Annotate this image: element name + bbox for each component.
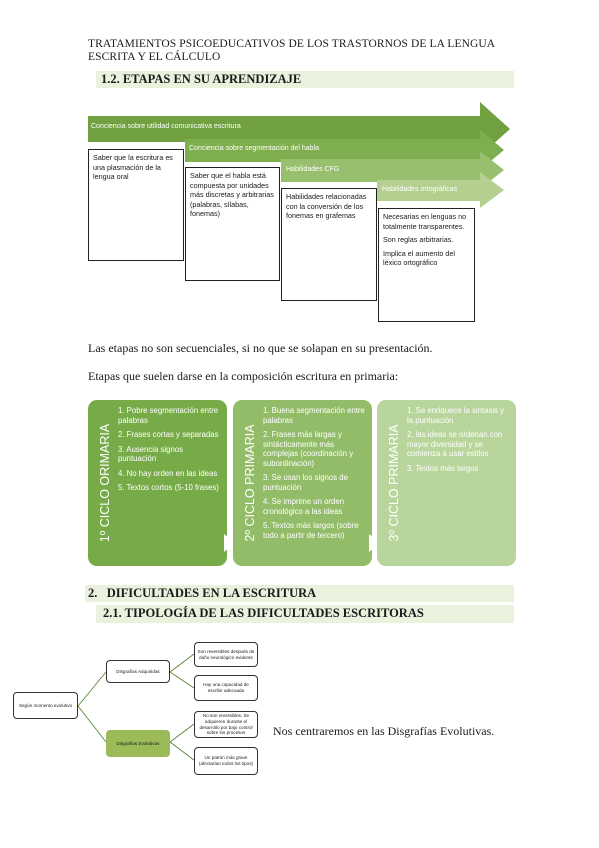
cycle-item: 3. Ausencia signos puntuación	[118, 444, 184, 464]
stage-arrow-label-1: Conciencia sobre utilidad comunicativa e…	[91, 123, 241, 130]
tree-root: Según momento evolutivo	[13, 692, 78, 719]
tree-branch-evolutivas: Disgrafías Evolutivas	[106, 730, 170, 757]
cycle-title-3: 3º CICLO PRIMARIA	[387, 424, 401, 542]
cycle-card-1: 1º CICLO ORIMARIA 1. Pobre segmentación …	[88, 400, 227, 566]
section-title-1-2: 1.2. ETAPAS EN SU APRENDIZAJE	[101, 72, 302, 86]
cycle-item: 3. Textos más largos	[407, 463, 479, 473]
stage-arrow-3	[281, 151, 504, 189]
tree-branch-adquiridas: Disgrafías Adquiridas	[106, 660, 170, 683]
cycle-item: 5. Textos más largos (sobre todo a parti…	[263, 521, 359, 540]
cycle-item: 3. Se usan los signos de puntuación	[263, 473, 348, 492]
cycle-title-1: 1º CICLO ORIMARIA	[98, 423, 112, 543]
cycle-item: 1. Pobre segmentación entre palabras	[118, 406, 219, 425]
paragraph-stages-primary: Etapas que suelen darse en la composició…	[88, 369, 399, 383]
cycle-item: 4. No hay orden en las ideas	[118, 468, 218, 478]
note-disgrafias: Nos centraremos en las Disgrafías Evolut…	[273, 724, 495, 738]
section-band-2	[85, 585, 514, 602]
tree-connectors	[77, 653, 195, 761]
tree-leaf-adquiridas-2: Hay una capacidad de escribir adecuada	[194, 675, 258, 701]
tree-leaf-adquiridas-1: Son reversibles después de daño neurológ…	[194, 642, 258, 667]
tree-leaf-evolutivas-2: Un patrón más grave (afectarían todos lo…	[194, 747, 258, 775]
cycle-item: 2. las ideas se ordenan con mayor divers…	[407, 430, 503, 458]
stage-arrow-label-2: Conciencia sobre segmentación del habla	[189, 145, 319, 152]
tree-leaf-evolutivas-1: No son reversibles. Se adquieren durante…	[194, 711, 258, 738]
cycle-item: 2. Frases más largas y sintácticamente m…	[263, 430, 354, 468]
stage-box-2: Saber que el habla está compuesta por un…	[185, 167, 280, 281]
cycle-card-3: 3º CICLO PRIMARIA 1. Se enriquece la sin…	[377, 400, 516, 566]
cycle-arrow-1	[224, 534, 235, 552]
document-header: TRATAMIENTOS PSICOEDUCATIVOS DE LOS TRAS…	[88, 38, 495, 63]
cycle-title-2: 2º CICLO PRIMARIA	[243, 424, 257, 542]
cycle-item: 4. Se imprime un orden cronológico a las…	[263, 497, 345, 516]
stage-arrow-4	[377, 172, 504, 208]
cycle-card-2: 2º CICLO PRIMARIA 1. Buena segmentación …	[233, 400, 372, 566]
paragraph-overlap: Las etapas no son secuenciales, si no qu…	[88, 341, 433, 355]
stages-arrows	[88, 102, 510, 208]
section-band-1-2	[96, 71, 514, 88]
cycle-list-1: 1. Pobre segmentación entre palabras 2. …	[118, 406, 221, 498]
cycle-list-2: 1. Buena segmentación entre palabras 2. …	[263, 406, 366, 545]
stage-box-3: Habilidades relacionadas con la conversi…	[281, 188, 377, 301]
cycle-arrow-2	[369, 534, 380, 552]
section-title-2-1: 2.1. TIPOLOGÍA DE LAS DIFICULTADES ESCRI…	[103, 606, 424, 620]
cycle-item: 2. Frases cortas y separadas	[118, 430, 219, 439]
cycle-item: 5. Textos cortos (5-10 frases)	[118, 483, 219, 492]
cycle-item: 1. Buena segmentación entre palabras	[263, 406, 365, 425]
cycle-item: 1. Se enriquece la sintaxis y la puntuac…	[407, 406, 505, 425]
section-title-2: 2. DIFICULTADES EN LA ESCRITURA	[88, 586, 317, 600]
stage-box-4: Necesarias en lenguas no totalmente tran…	[378, 208, 475, 322]
stage-box-1: Saber que la escritura es una plasmación…	[88, 149, 184, 261]
stage-arrow-label-3: Habilidades CFG	[286, 166, 340, 173]
stage-arrow-1	[88, 102, 510, 156]
section-band-2-1	[96, 605, 514, 623]
stage-arrow-label-4: Habilidades ortográficas	[382, 186, 458, 193]
cycle-list-3: 1. Se enriquece la sintaxis y la puntuac…	[407, 406, 510, 478]
